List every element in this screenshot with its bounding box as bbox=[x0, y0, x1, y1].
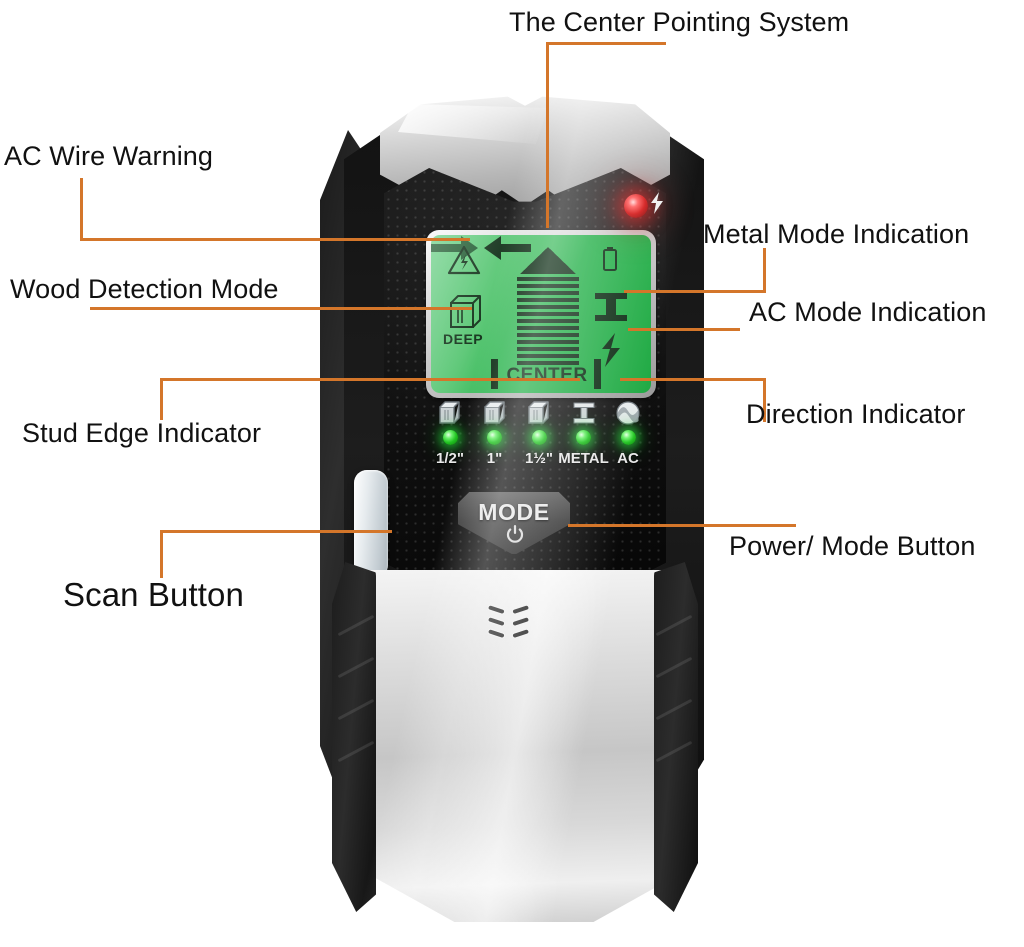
i-beam-icon bbox=[573, 402, 594, 424]
lcd-bezel: DEEP bbox=[426, 230, 656, 398]
lcd-stud-edge-bar-left bbox=[491, 359, 498, 389]
led-indicator-one-and-half-inch: 1½" bbox=[519, 400, 559, 467]
led-dot bbox=[576, 430, 591, 445]
leader-metal-mode-v bbox=[763, 248, 766, 292]
led-label: 1" bbox=[486, 450, 503, 467]
callout-direction-indicator: Direction Indicator bbox=[746, 399, 966, 429]
led-indicator-half-inch: 1/2" bbox=[430, 400, 470, 467]
device-left-grip bbox=[332, 562, 376, 912]
leader-direction-h bbox=[620, 378, 766, 381]
led-label: AC bbox=[617, 450, 639, 467]
device-right-grip bbox=[654, 562, 698, 912]
leader-scan-button-h bbox=[160, 530, 392, 533]
led-label: 1½" bbox=[525, 450, 553, 467]
lcd-ac-warning-triangle-icon bbox=[447, 245, 481, 275]
mode-button-label: MODE bbox=[478, 499, 550, 525]
leader-power-mode-h bbox=[568, 524, 796, 527]
leader-wood-detection-h bbox=[90, 307, 472, 310]
led-dot bbox=[487, 430, 502, 445]
lcd-battery-icon bbox=[603, 247, 617, 271]
lcd-direction-arrow-right-icon bbox=[431, 236, 478, 260]
lcd-wood-block-icon bbox=[450, 295, 481, 328]
led-indicator-ac: AC bbox=[608, 400, 648, 467]
leader-scan-button-v bbox=[160, 530, 163, 578]
led-dot bbox=[531, 430, 547, 445]
callout-stud-edge-indicator: Stud Edge Indicator bbox=[22, 418, 262, 448]
leader-ac-wire-h bbox=[80, 238, 470, 241]
lcd-metal-ibeam-icon bbox=[595, 293, 627, 321]
leader-stud-edge-v bbox=[160, 378, 163, 420]
lcd-ac-lightning-icon bbox=[602, 333, 620, 367]
wood-block-icon bbox=[528, 401, 549, 424]
lcd-center-label: CENTER bbox=[506, 365, 588, 386]
leader-metal-mode-h bbox=[624, 290, 766, 293]
callout-metal-mode-indication: Metal Mode Indication bbox=[703, 219, 970, 249]
power-mode-button[interactable]: MODE bbox=[458, 492, 570, 554]
led-indicator-row: 1/2" 1" 1½" bbox=[430, 400, 648, 476]
callout-power-mode-button: Power/ Mode Button bbox=[729, 531, 976, 561]
wood-block-icon bbox=[483, 401, 505, 424]
leader-center-pointing-v bbox=[546, 42, 549, 228]
lcd-direction-arrow-left-icon bbox=[484, 236, 532, 260]
lcd-deep-label: DEEP bbox=[443, 331, 484, 347]
leader-ac-mode-h bbox=[628, 328, 740, 331]
leader-direction-v bbox=[763, 378, 766, 422]
power-icon bbox=[506, 525, 524, 543]
ac-wave-icon bbox=[616, 401, 640, 425]
led-dot bbox=[442, 430, 458, 445]
led-dot bbox=[620, 430, 636, 445]
speaker-vent-icon bbox=[487, 604, 530, 639]
callout-ac-wire-warning: AC Wire Warning bbox=[4, 141, 214, 171]
led-label: 1/2" bbox=[436, 450, 464, 467]
led-label: METAL bbox=[558, 450, 609, 467]
led-indicator-metal: METAL bbox=[558, 400, 609, 467]
wood-block-icon bbox=[439, 401, 460, 424]
lcd-stud-bargraph-icon bbox=[517, 247, 579, 365]
leader-ac-wire-v bbox=[80, 178, 83, 240]
callout-wood-detection-mode: Wood Detection Mode bbox=[10, 274, 279, 304]
lcd-screen: DEEP bbox=[431, 235, 651, 393]
callout-center-pointing-system: The Center Pointing System bbox=[509, 7, 850, 37]
callout-ac-mode-indication: AC Mode Indication bbox=[749, 297, 987, 327]
leader-stud-edge-h bbox=[160, 378, 580, 381]
scan-button[interactable] bbox=[354, 470, 388, 578]
ac-wire-alert-led bbox=[624, 194, 648, 218]
callout-scan-button: Scan Button bbox=[63, 576, 244, 613]
stud-finder-device: DEEP bbox=[318, 92, 710, 922]
lcd-center-readout: CENTER bbox=[499, 363, 595, 389]
ac-alert-lightning-icon bbox=[651, 192, 663, 214]
lcd-stud-edge-bar-right bbox=[594, 359, 601, 389]
led-indicator-one-inch: 1" bbox=[475, 400, 515, 467]
leader-center-pointing-h bbox=[546, 42, 666, 45]
